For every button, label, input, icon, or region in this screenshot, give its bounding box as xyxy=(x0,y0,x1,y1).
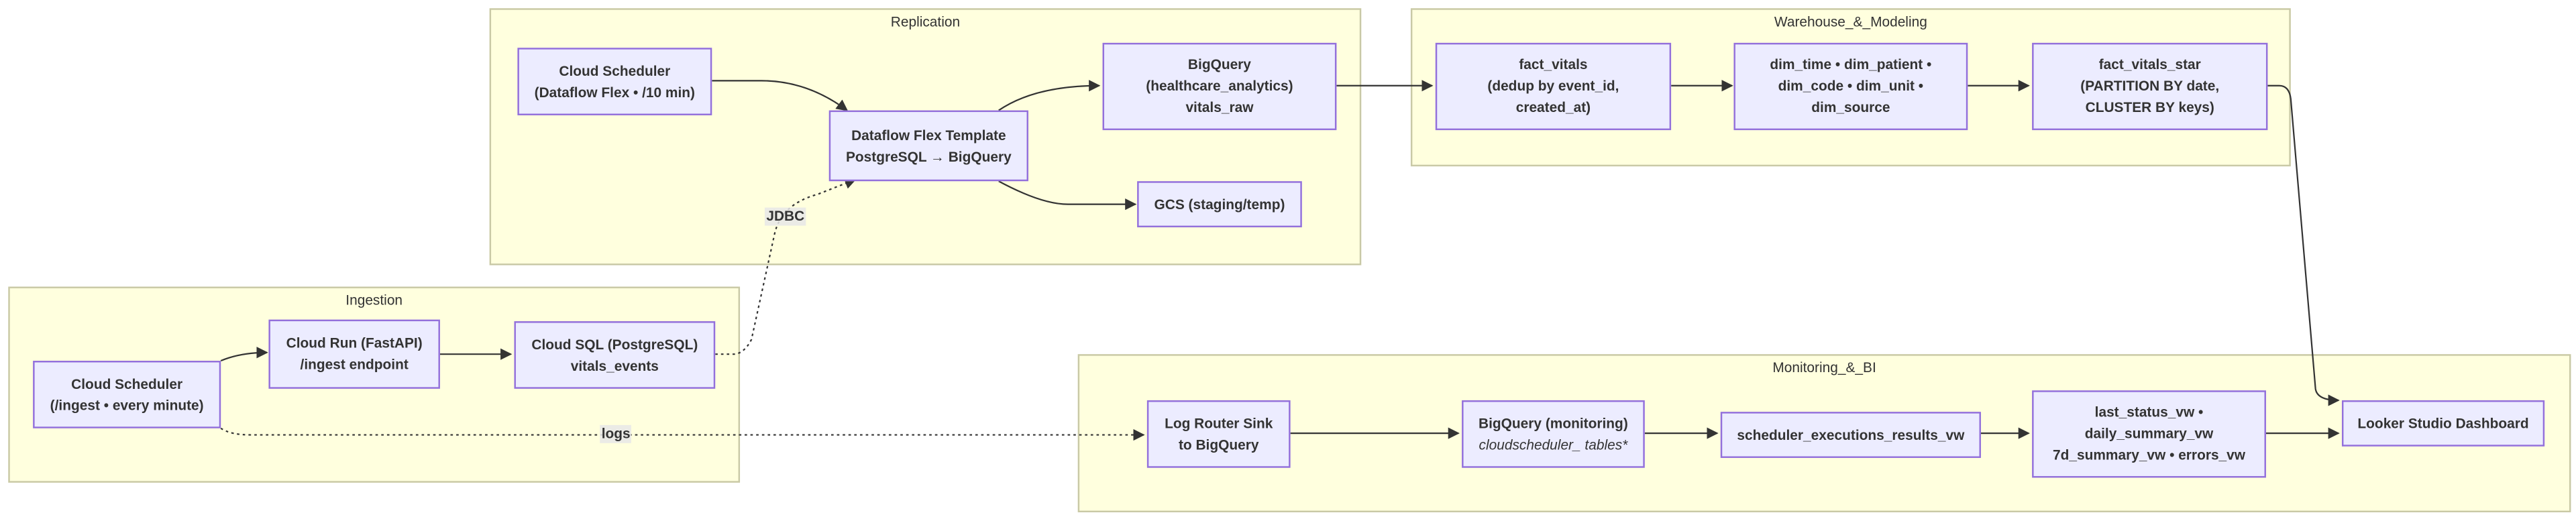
cluster-title-replication: Replication xyxy=(890,13,961,30)
node-line: fact_vitals_star xyxy=(2098,56,2201,73)
node-looker-studio-dashboard[interactable]: Looker Studio Dashboard xyxy=(2341,400,2545,447)
edge-dataflow-to-gcs xyxy=(998,180,1137,211)
node-line: daily_summary_vw xyxy=(2084,424,2214,442)
node-cloud-sql-postgresql[interactable]: Cloud SQL (PostgreSQL) vitals_events xyxy=(514,321,716,389)
node-log-router-sink[interactable]: Log Router Sink to BigQuery xyxy=(1146,400,1291,468)
edge-scheduler-flex-to-dataflow xyxy=(712,80,849,111)
node-line: last_status_vw • xyxy=(2094,403,2204,420)
cluster-title-ingestion: Ingestion xyxy=(345,291,403,308)
node-line: /ingest endpoint xyxy=(300,355,409,373)
node-scheduler-executions-results[interactable]: scheduler_executions_results_vw xyxy=(1720,412,1981,458)
edge-fact-star-to-looker xyxy=(2267,84,2340,406)
node-cloud-scheduler-ingest[interactable]: Cloud Scheduler (/ingest • every minute) xyxy=(33,361,221,428)
node-dataflow-flex-template[interactable]: Dataflow Flex Template PostgreSQL → BigQ… xyxy=(828,110,1028,182)
node-line: BigQuery (monitoring) xyxy=(1479,414,1628,431)
node-line: BigQuery xyxy=(1187,56,1251,73)
node-bigquery-vitals-raw[interactable]: BigQuery (healthcare_analytics) vitals_r… xyxy=(1102,42,1337,131)
node-line: (dedup by event_id, xyxy=(1487,77,1619,95)
node-line: vitals_raw xyxy=(1185,99,1254,115)
node-line: PostgreSQL → BigQuery xyxy=(845,147,1012,164)
node-line: created_at) xyxy=(1515,99,1591,115)
node-fact-vitals[interactable]: fact_vitals (dedup by event_id, created_… xyxy=(1435,42,1672,131)
node-fact-vitals-star[interactable]: fact_vitals_star (PARTITION BY date, CLU… xyxy=(2032,42,2268,131)
cluster-title-warehouse-modeling: Warehouse_&_Modeling xyxy=(1774,13,1927,30)
node-summary-views[interactable]: last_status_vw • daily_summary_vw 7d_sum… xyxy=(2032,390,2266,478)
edge-scheduler-ingest-to-log-sink-logs xyxy=(220,427,1145,441)
node-line: (healthcare_analytics) xyxy=(1146,77,1293,95)
node-line: Looker Studio Dashboard xyxy=(2357,414,2529,431)
node-line: Cloud Scheduler xyxy=(559,62,671,78)
node-line: Log Router Sink xyxy=(1165,414,1273,431)
node-line: dim_source xyxy=(1811,99,1890,115)
node-line: vitals_events xyxy=(570,356,659,373)
node-line: to BigQuery xyxy=(1178,435,1259,453)
node-line: cloudscheduler_ tables* xyxy=(1479,435,1628,453)
cluster-title-monitoring-bi: Monitoring_&_BI xyxy=(1772,359,1876,376)
node-line: (Dataflow Flex • /10 min) xyxy=(534,83,696,100)
node-cloud-scheduler-dataflow[interactable]: Cloud Scheduler (Dataflow Flex • /10 min… xyxy=(517,48,712,115)
node-dimensions[interactable]: dim_time • dim_patient • dim_code • dim_… xyxy=(1733,42,1968,131)
node-line: dim_code • dim_unit • xyxy=(1778,77,1924,95)
node-line: 7d_summary_vw • errors_vw xyxy=(2052,446,2246,463)
node-bigquery-monitoring[interactable]: BigQuery (monitoring) cloudscheduler_ ta… xyxy=(1462,400,1645,468)
node-line: fact_vitals xyxy=(1519,56,1588,73)
edge-label-jdbc: JDBC xyxy=(764,207,806,226)
node-line: Cloud Run (FastAPI) xyxy=(286,334,423,351)
edge-scheduler-ingest-to-cloud-run xyxy=(220,347,268,362)
node-cloud-run-fastapi[interactable]: Cloud Run (FastAPI) /ingest endpoint xyxy=(268,319,440,389)
node-line: (PARTITION BY date, xyxy=(2080,77,2220,95)
node-line: Cloud Scheduler xyxy=(71,374,183,392)
node-line: dim_time • dim_patient • xyxy=(1770,56,1932,73)
node-line: CLUSTER BY keys) xyxy=(2085,99,2214,115)
node-line: GCS (staging/temp) xyxy=(1154,195,1285,212)
node-gcs-staging[interactable]: GCS (staging/temp) xyxy=(1137,181,1302,228)
edge-cloud-sql-to-dataflow-jdbc xyxy=(715,178,857,355)
edge-dataflow-to-bq-raw xyxy=(998,80,1101,111)
node-line: scheduler_executions_results_vw xyxy=(1737,426,1965,443)
node-line: (/ingest • every minute) xyxy=(50,396,204,413)
node-line: Cloud SQL (PostgreSQL) xyxy=(531,335,698,352)
edge-label-logs: logs xyxy=(600,424,633,443)
node-line: Dataflow Flex Template xyxy=(851,125,1006,143)
